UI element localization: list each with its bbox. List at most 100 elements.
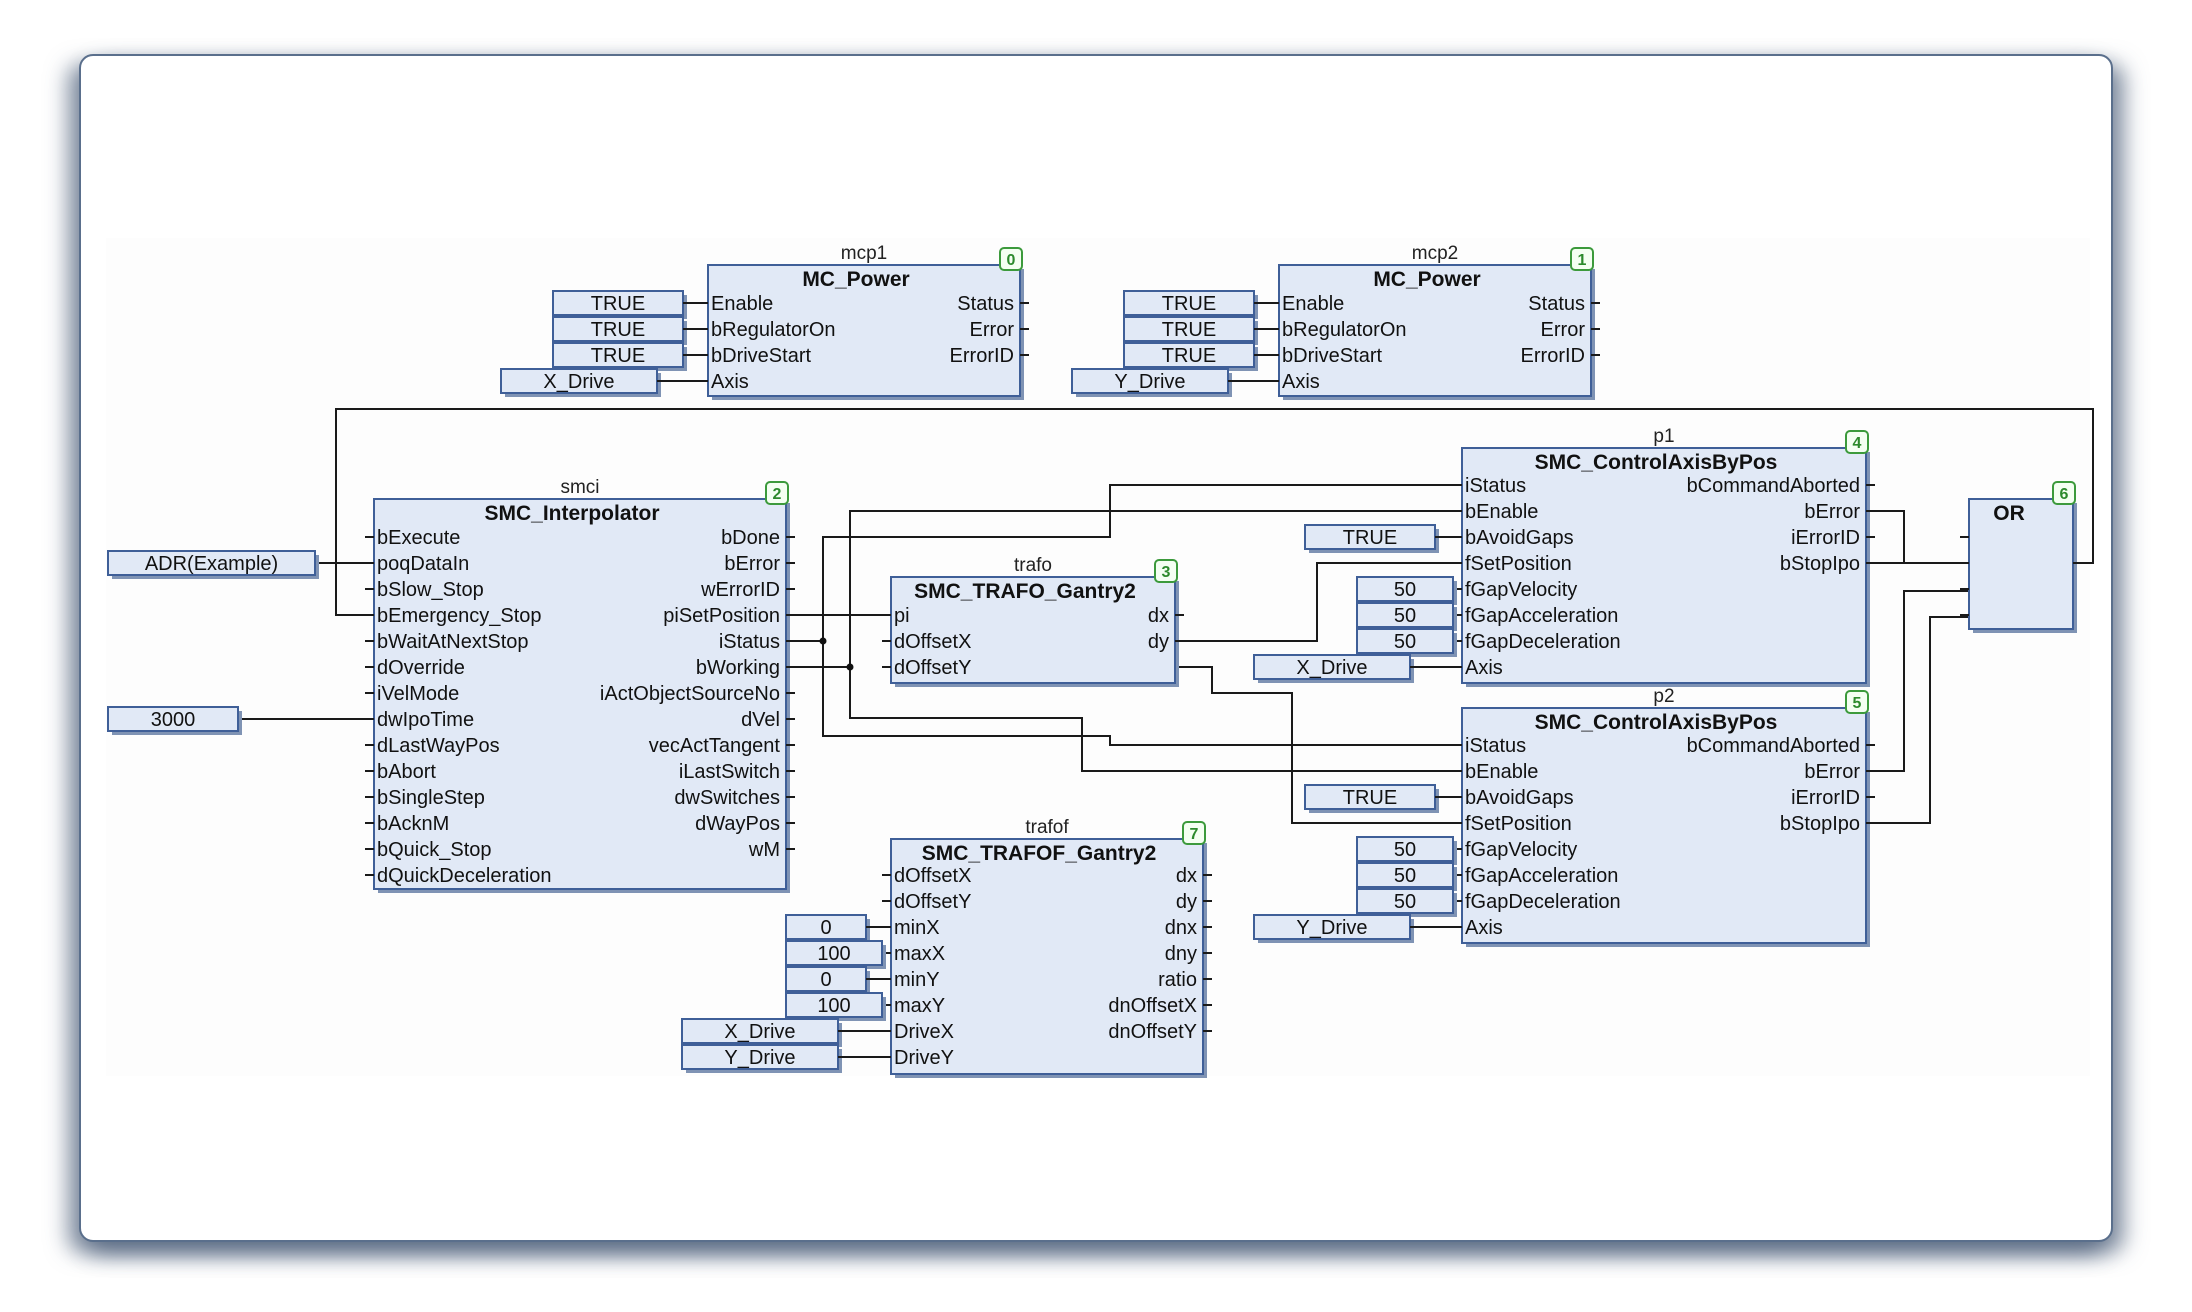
output-bCommandAborted: bCommandAborted [1687,475,1860,497]
input-bRegulatorOn: bRegulatorOn [1282,319,1407,341]
literal-p2_gd[interactable]: 50 [1356,888,1457,917]
literal-box[interactable] [552,290,684,316]
block-smci[interactable]: smciSMC_Interpolator2bExecutepoqDataInbS… [365,477,795,893]
input-fGapDeceleration: fGapDeceleration [1465,891,1621,913]
output-bDone: bDone [721,527,780,549]
literal-p2_gaps[interactable]: TRUE [1304,784,1453,813]
execution-order: 6 [2060,486,2069,503]
input-dwIpoTime: dwIpoTime [377,709,474,731]
block-body[interactable] [890,838,1204,1075]
literal-p2_ax[interactable]: Y_Drive [1253,914,1453,943]
junction-dot [846,663,854,671]
input-DriveY: DriveY [894,1047,954,1069]
block-type: SMC_TRAFOF_Gantry2 [922,842,1157,865]
literal-smci_data[interactable]: ADR(Example) [107,550,319,579]
literal-smci_ipo[interactable]: 3000 [107,706,242,735]
block-body[interactable] [1968,498,2074,630]
literal-tf_minx[interactable]: 0 [785,914,882,943]
block-body[interactable] [373,498,787,890]
literal-box[interactable] [785,992,883,1018]
literal-tf_dy[interactable]: Y_Drive [681,1044,882,1073]
literal-box[interactable] [785,940,883,966]
output-dnx: dnx [1165,917,1197,939]
literal-box[interactable] [1071,368,1229,394]
literal-mcp2_en[interactable]: TRUE [1123,290,1270,319]
literal-tf_maxx[interactable]: 100 [785,940,886,969]
literal-mcp1_en[interactable]: TRUE [552,290,699,319]
literal-box[interactable] [681,1018,839,1044]
input-bDriveStart: bDriveStart [711,345,811,367]
literal-box[interactable] [500,368,658,394]
literal-tf_maxy[interactable]: 100 [785,992,886,1021]
literal-box[interactable] [1304,524,1436,550]
block-body[interactable] [1461,707,1867,944]
input-maxX: maxX [894,943,945,965]
input-poqDataIn: poqDataIn [377,553,469,575]
literal-box[interactable] [1123,342,1255,368]
input-iStatus: iStatus [1465,735,1526,757]
literal-mcp1_reg[interactable]: TRUE [552,316,699,345]
literal-value: TRUE [1343,527,1397,549]
output-Error: Error [970,319,1015,341]
literal-tf_dx[interactable]: X_Drive [681,1018,882,1047]
block-mcp2[interactable]: mcp2MC_Power1EnablebRegulatorOnbDriveSta… [1270,243,1600,400]
literal-box[interactable] [1356,602,1454,628]
literal-box[interactable] [785,966,867,992]
literal-p1_gv[interactable]: 50 [1356,576,1457,605]
block-or[interactable]: OR6 [1960,481,2082,633]
input-bDriveStart: bDriveStart [1282,345,1382,367]
input-bAcknM: bAcknM [377,813,449,835]
block-body[interactable] [707,264,1021,397]
literal-mcp2_ds[interactable]: TRUE [1123,342,1270,371]
literal-mcp2_ax[interactable]: Y_Drive [1071,368,1270,397]
output-iLastSwitch: iLastSwitch [679,761,780,783]
literal-p1_ax[interactable]: X_Drive [1253,654,1453,683]
literal-box[interactable] [1356,628,1454,654]
literal-p1_gaps[interactable]: TRUE [1304,524,1453,553]
block-p1[interactable]: p1SMC_ControlAxisByPos4iStatusbEnablebAv… [1453,426,1875,687]
input-pi: pi [894,605,910,627]
literal-mcp2_reg[interactable]: TRUE [1123,316,1270,345]
literal-mcp1_ds[interactable]: TRUE [552,342,699,371]
literal-value: TRUE [1162,345,1216,367]
literal-box[interactable] [1253,654,1411,680]
literal-tf_miny[interactable]: 0 [785,966,882,995]
instance-name: p2 [1653,686,1674,707]
literal-box[interactable] [107,706,239,732]
block-trafof[interactable]: trafofSMC_TRAFOF_Gantry27dOffsetXdOffset… [882,817,1212,1078]
input-iStatus: iStatus [1465,475,1526,497]
literal-value: 50 [1394,579,1416,601]
output-wM: wM [748,839,780,861]
block-trafo[interactable]: trafoSMC_TRAFO_Gantry23pidOffsetXdOffset… [882,555,1184,687]
block-body[interactable] [890,576,1176,684]
input-dLastWayPos: dLastWayPos [377,735,500,757]
literal-p2_gv[interactable]: 50 [1356,836,1457,865]
literal-box[interactable] [552,316,684,342]
literal-box[interactable] [552,342,684,368]
input-bAbort: bAbort [377,761,436,783]
output-bError: bError [1804,501,1860,523]
literal-p2_ga[interactable]: 50 [1356,862,1457,891]
execution-order-badge [1845,690,1869,714]
junction-dot [819,637,827,645]
literal-box[interactable] [107,550,316,576]
input-fGapAcceleration: fGapAcceleration [1465,605,1618,627]
literal-box[interactable] [1356,576,1454,602]
literal-value: 0 [820,969,831,991]
literal-box[interactable] [1356,836,1454,862]
input-fGapAcceleration: fGapAcceleration [1465,865,1618,887]
literal-box[interactable] [1356,862,1454,888]
input-bAvoidGaps: bAvoidGaps [1465,787,1574,809]
block-p2[interactable]: p2SMC_ControlAxisByPos5iStatusbEnablebAv… [1453,686,1875,947]
literal-p1_gd[interactable]: 50 [1356,628,1457,657]
literal-mcp1_ax[interactable]: X_Drive [500,368,699,397]
block-mcp1[interactable]: mcp1MC_Power0EnablebRegulatorOnbDriveSta… [699,243,1029,400]
literal-p1_ga[interactable]: 50 [1356,602,1457,631]
output-bWorking: bWorking [696,657,780,679]
output-bCommandAborted: bCommandAborted [1687,735,1860,757]
block-body[interactable] [1278,264,1592,397]
output-ratio: ratio [1158,969,1197,991]
block-body[interactable] [1461,447,1867,684]
literal-box[interactable] [1356,888,1454,914]
literal-box[interactable] [1123,290,1255,316]
